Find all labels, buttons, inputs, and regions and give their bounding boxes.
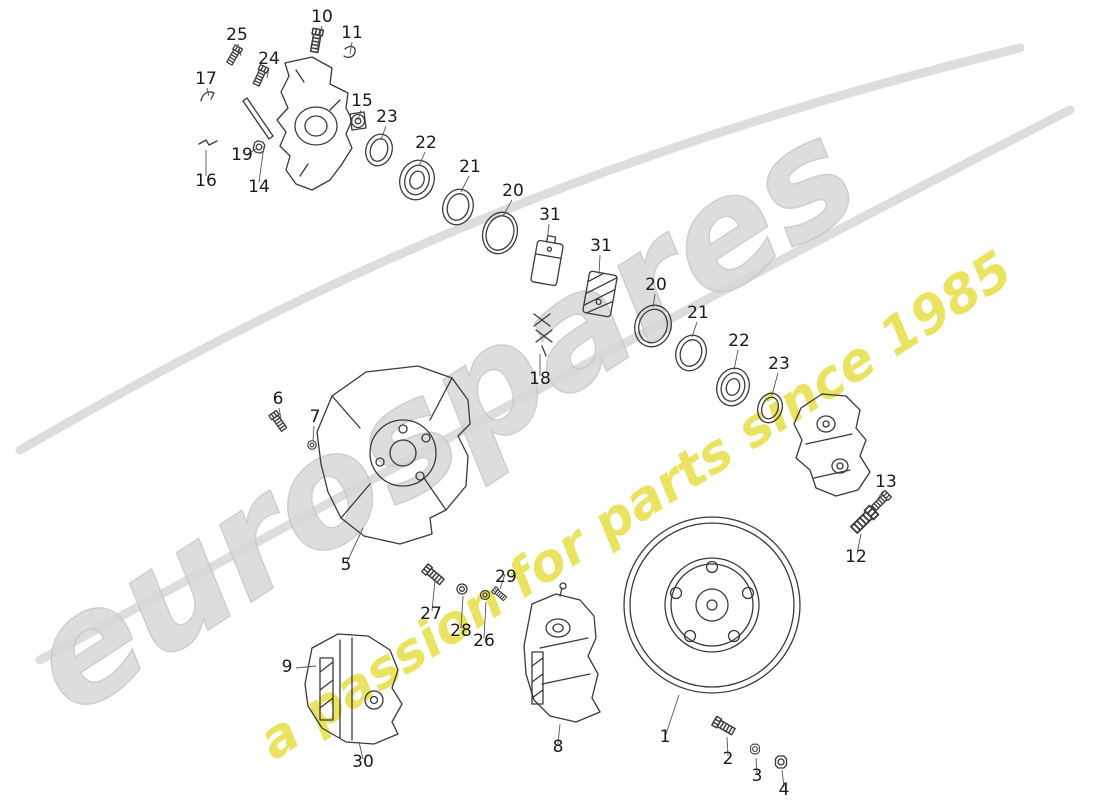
part-label-29: 29: [495, 567, 517, 587]
plug-25: [225, 44, 244, 67]
part-label-4: 4: [779, 780, 790, 800]
part-label-6: 6: [273, 389, 284, 409]
part-label-12: 12: [845, 547, 867, 567]
part-label-8: 8: [553, 737, 564, 757]
part-label-21-a: 21: [459, 157, 481, 177]
bushing-15: [349, 111, 367, 131]
part-label-21-b: 21: [687, 303, 709, 323]
part-label-15: 15: [351, 91, 373, 111]
part-label-23-a: 23: [376, 107, 398, 127]
nut-4: [774, 755, 788, 769]
part-label-11: 11: [341, 23, 363, 43]
ring-20-left: [481, 211, 519, 255]
spring-18: [533, 313, 553, 357]
part-label-17: 17: [195, 69, 217, 89]
part-label-28: 28: [450, 621, 472, 641]
ring-21-left: [442, 188, 474, 226]
part-label-26: 26: [473, 631, 495, 651]
part-labels: 10 11 25 24 17 15 23 22 19 16 14 21 20 3…: [195, 7, 897, 800]
bolt-2: [711, 715, 737, 737]
bolt-27: [421, 563, 446, 587]
ring-21-right: [675, 334, 707, 372]
brake-disc-1: [623, 516, 801, 694]
nut-3: [750, 743, 760, 755]
watermark-swoosh-top: [15, 43, 1025, 455]
part-label-14: 14: [248, 177, 270, 197]
brake-caliper-center: [523, 582, 601, 723]
bolt-12: [848, 504, 880, 536]
parts: [198, 27, 893, 769]
part-label-7: 7: [310, 407, 321, 427]
part-label-23-b: 23: [768, 354, 790, 374]
part-label-19: 19: [231, 145, 253, 165]
leader-lines: [205, 25, 884, 788]
part-label-22-b: 22: [728, 331, 750, 351]
part-label-16: 16: [195, 171, 217, 191]
wheel-hub-carrier: [276, 56, 353, 191]
part-label-20-b: 20: [645, 275, 667, 295]
part-label-24: 24: [258, 49, 280, 69]
part-label-3: 3: [752, 766, 763, 786]
hook-17: [200, 91, 215, 102]
part-label-18: 18: [529, 369, 551, 389]
pin-14: [242, 97, 274, 140]
brake-caliper-left: [304, 633, 403, 745]
part-label-27: 27: [420, 604, 442, 624]
seal-ring-23-left: [365, 133, 393, 167]
part-label-10: 10: [311, 7, 333, 27]
part-label-31-b: 31: [590, 236, 612, 256]
part-label-30: 30: [352, 752, 374, 772]
caliper-mount-right: [793, 393, 871, 497]
part-label-22-a: 22: [415, 133, 437, 153]
part-label-1: 1: [660, 727, 671, 747]
seal-ring-23-right: [757, 392, 783, 424]
splash-shield-5: [316, 365, 471, 545]
part-label-20-a: 20: [502, 181, 524, 201]
bearing-22-right: [716, 367, 750, 407]
clip-16: [198, 139, 218, 146]
circlip-11: [343, 45, 356, 59]
part-label-31-a: 31: [539, 205, 561, 225]
watermark-swoosh-bottom: [35, 105, 1075, 665]
brake-pad-31-right: [582, 270, 618, 318]
part-label-13: 13: [875, 472, 897, 492]
ring-20-right: [634, 304, 672, 348]
part-label-9: 9: [282, 657, 293, 677]
part-label-2: 2: [723, 749, 734, 769]
bolt-10: [308, 27, 325, 54]
part-label-25: 25: [226, 25, 248, 45]
bearing-22-left: [399, 159, 435, 201]
part-label-5: 5: [341, 555, 352, 575]
